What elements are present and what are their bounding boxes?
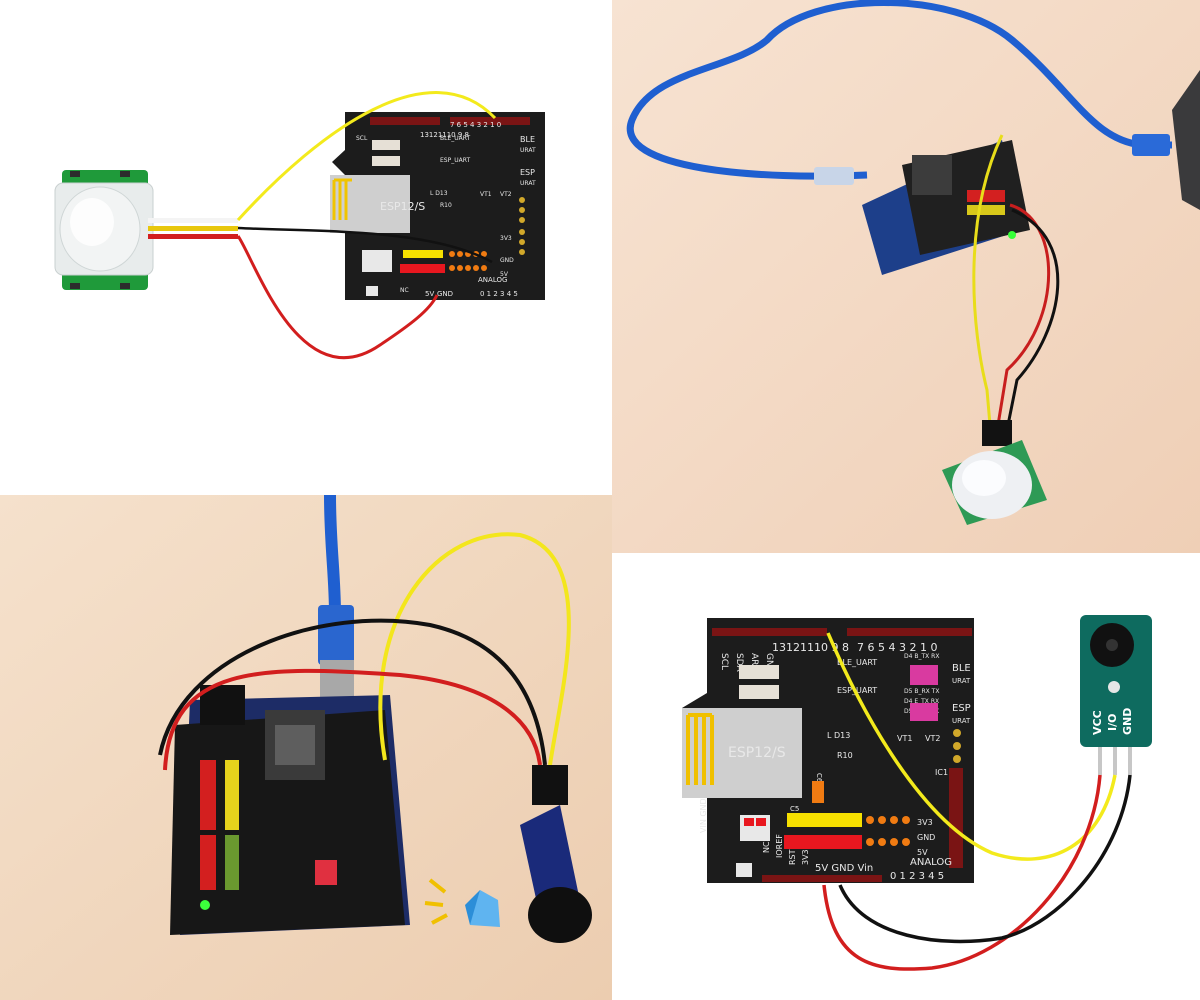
analog-pins-br: 0 1 2 3 4 5: [890, 871, 944, 882]
analog-br: ANALOG: [910, 857, 952, 868]
scl-label: SCL: [356, 135, 368, 142]
esp12s-label: ESP12/S: [380, 200, 425, 213]
analog-label: ANALOG: [478, 276, 507, 284]
rst-br: RST: [788, 849, 797, 865]
d13-br: L D13: [827, 731, 850, 740]
nc-label: NC: [400, 287, 409, 294]
buzzer-module: VCC I/O GND: [1080, 615, 1152, 775]
3v3-label: 3V3: [500, 235, 512, 242]
vt1-label: VT1: [480, 191, 492, 198]
buzzer-module-photo: [520, 765, 592, 943]
3v3-br: 3V3: [917, 818, 933, 827]
pir-photo: [612, 0, 1200, 553]
power-row-br: 5V GND Vin: [815, 863, 873, 874]
vin-gnd-br: VIN GND: [699, 798, 708, 833]
pins-left-br: 13121110 9 8: [772, 641, 849, 654]
3v3b-br: 3V3: [801, 849, 810, 865]
urat2-label: URAT: [520, 180, 536, 187]
shield-board-br: SCL SDA AREF GND 13121110 9 8 7 6 5 4 3 …: [682, 618, 974, 883]
shield-board-tl: ESP12/S 13121110 9 8 7 6 5 4 3 2 1 0 BLE…: [330, 112, 545, 300]
d13-label: L D13: [430, 190, 448, 197]
gnd-pin-label: GND: [437, 290, 453, 298]
esp-uart-br: ESP_UART: [837, 686, 877, 695]
speaker-icon: [424, 878, 500, 927]
vt2-br: VT2: [925, 734, 940, 743]
buzzer-photo: [0, 495, 612, 1000]
pir-wiring-diagram: ESP12/S 13121110 9 8 7 6 5 4 3 2 1 0 BLE…: [0, 0, 612, 495]
vt2-label: VT2: [500, 191, 512, 198]
r10-label: R10: [440, 202, 452, 209]
arduino-photo-board: [862, 140, 1030, 275]
ble-uart-br: BLE_UART: [837, 658, 877, 667]
esp12s-label-br: ESP12/S: [728, 745, 786, 761]
pir-sensor-photo: [942, 420, 1047, 525]
ble-br: BLE: [952, 663, 971, 674]
gnd-top-label-br: GND: [764, 653, 774, 674]
5v-pin-label: 5V: [425, 290, 434, 298]
5v-label: 5V: [500, 271, 509, 278]
gnd-label: GND: [500, 257, 514, 264]
pir-sensor: [54, 170, 154, 290]
pins-label-left: 13121110 9 8: [420, 131, 469, 139]
r10-br: R10: [837, 751, 853, 760]
d4e-br: D4 E_TX RX: [904, 698, 939, 705]
esp-uart-label: ESP_UART: [440, 157, 470, 164]
arduino-photo-board-bl: [170, 685, 410, 935]
d5-br: D5 B_RX TX: [904, 688, 939, 695]
vt1-br: VT1: [897, 734, 912, 743]
pins-label-right: 7 6 5 4 3 2 1 0: [450, 121, 501, 129]
scl-label-br: SCL: [719, 653, 729, 670]
ic1-br: IC1: [935, 768, 948, 777]
vcc-label: VCC: [1091, 710, 1104, 735]
ble-label: BLE: [520, 135, 535, 144]
c6-br: C6: [815, 773, 823, 783]
analog-pins-label: 0 1 2 3 4 5: [480, 290, 518, 298]
urat-br: URAT: [952, 677, 971, 685]
c5-br: C5: [790, 805, 799, 813]
esp-br: ESP: [952, 703, 971, 714]
sda-label-br: SDA: [734, 653, 744, 672]
ble-uart-label: BLE_UART: [440, 135, 470, 142]
gnd-label-buzzer: GND: [1121, 708, 1134, 735]
aref-label-br: AREF: [749, 653, 759, 676]
urat-label: URAT: [520, 147, 536, 154]
5v-br: 5V: [917, 848, 928, 857]
urat2-br: URAT: [952, 717, 971, 725]
esp-label: ESP: [520, 168, 535, 177]
ioref-br: IOREF: [775, 834, 784, 858]
buzzer-wiring-diagram: SCL SDA AREF GND 13121110 9 8 7 6 5 4 3 …: [612, 553, 1200, 1000]
d4-br: D4 B_TX RX: [904, 653, 939, 660]
pins-right-br: 7 6 5 4 3 2 1 0: [857, 641, 937, 654]
io-label: I/O: [1106, 714, 1119, 731]
gnd-br: GND: [917, 833, 935, 842]
nc-br: NC: [762, 841, 771, 853]
